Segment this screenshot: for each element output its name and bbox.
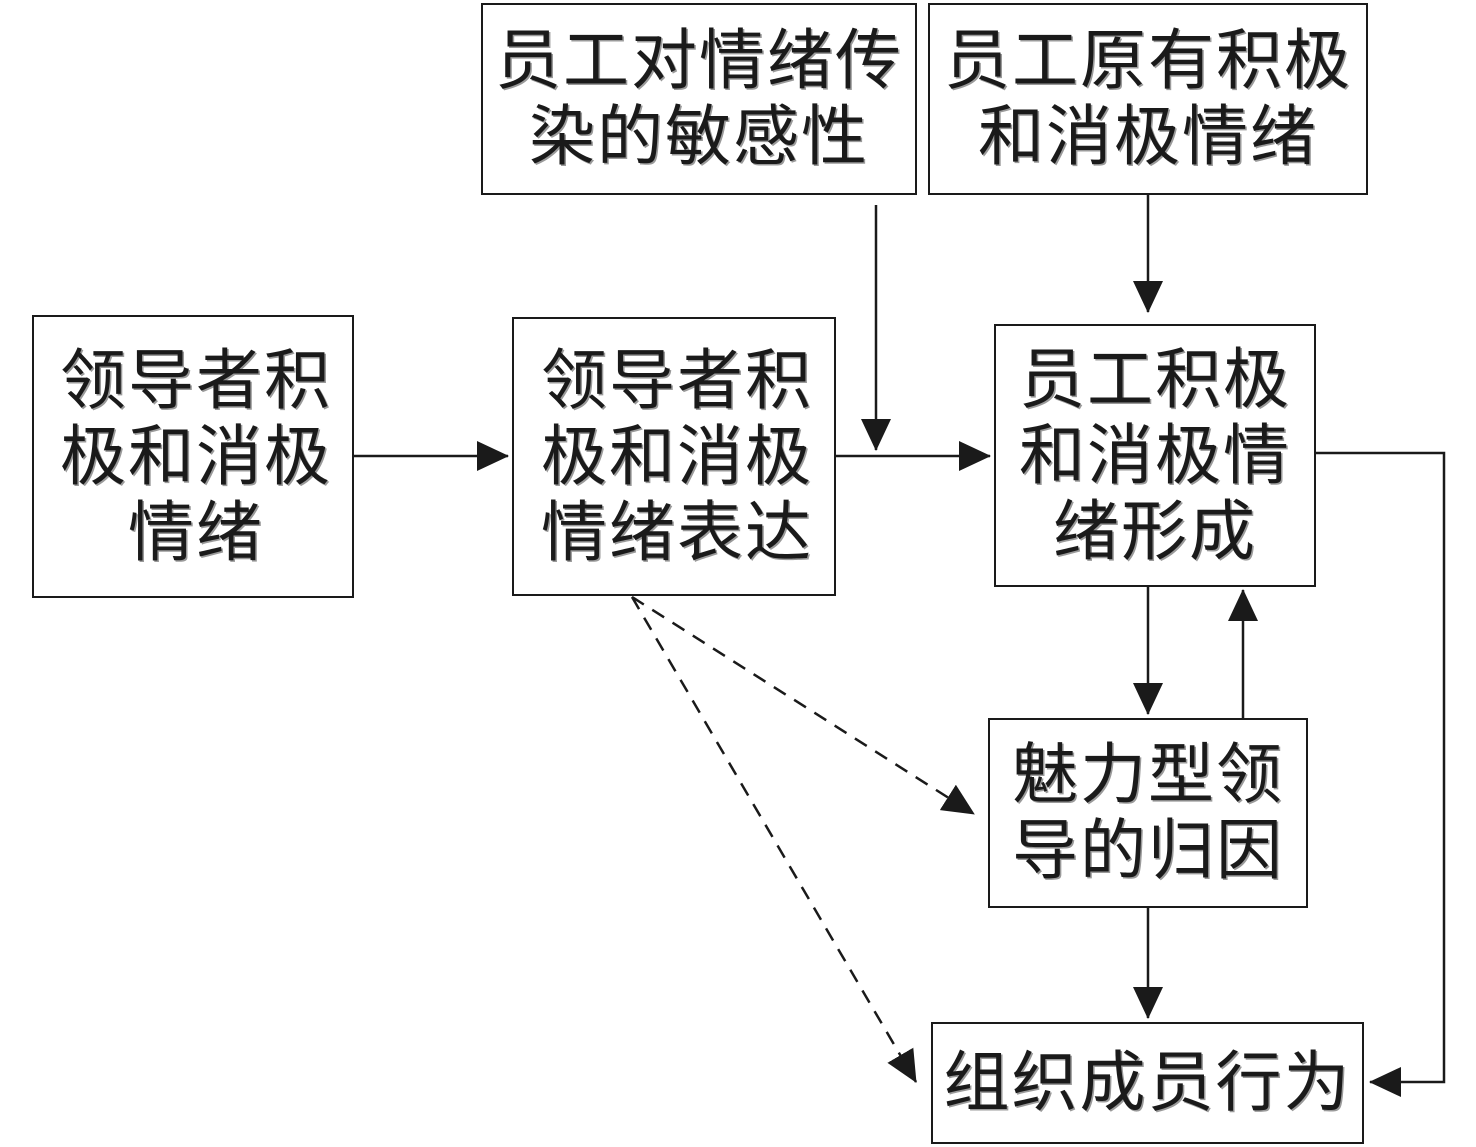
edge-expression-to-behavior-dashed [630, 596, 918, 1083]
node-label-line: 和消极情绪 [978, 98, 1318, 175]
node-label-line: 极和消极 [541, 417, 813, 495]
node-label-line: 极和消极 [60, 417, 332, 495]
node-leader-emotion-expression: 领导者积 极和消极 情绪表达 [512, 317, 836, 596]
node-label-line: 导的归因 [1012, 812, 1284, 889]
node-label-line: 魅力型领 [1012, 736, 1284, 813]
node-label-line: 领导者积 [541, 341, 813, 419]
edge-expression-to-attribution-dashed [631, 595, 975, 816]
node-employee-emotion-formation: 员工积极 和消极情 绪形成 [994, 324, 1316, 587]
node-label-line: 情绪 [128, 493, 264, 571]
node-employee-original-emotion: 员工原有积极 和消极情绪 [928, 3, 1368, 195]
node-label-line: 员工积极 [1019, 340, 1291, 418]
node-label-line: 和消极情 [1019, 416, 1291, 494]
edge-formation-to-behavior [1316, 451, 1446, 1097]
node-label-line: 组织成员行为 [943, 1044, 1352, 1121]
node-leader-emotion: 领导者积 极和消极 情绪 [32, 315, 354, 598]
node-employee-sensitivity: 员工对情绪传 染的敏感性 [481, 3, 917, 195]
node-label-line: 情绪表达 [541, 493, 813, 571]
node-label-line: 染的敏感性 [529, 98, 869, 175]
node-label-line: 绪形成 [1053, 492, 1257, 570]
node-label-line: 员工原有积极 [944, 22, 1352, 99]
node-label-line: 领导者积 [60, 341, 332, 419]
node-charismatic-attribution: 魅力型领 导的归因 [988, 718, 1308, 908]
node-member-behavior: 组织成员行为 [931, 1022, 1364, 1144]
node-label-line: 员工对情绪传 [495, 22, 903, 99]
